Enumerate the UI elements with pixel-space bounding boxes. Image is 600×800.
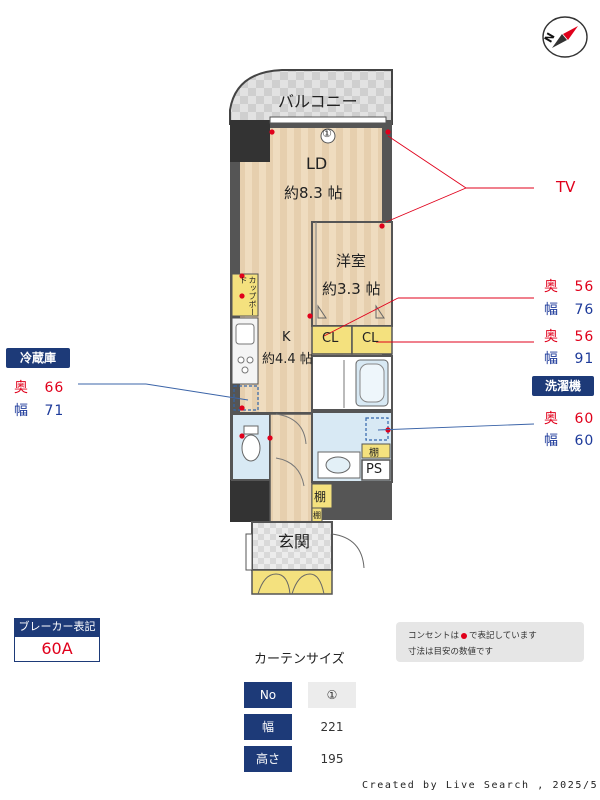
depth-label: 奥 xyxy=(544,279,559,295)
depth-value: 56 xyxy=(574,279,595,295)
kitchen-size: 約4.4 帖 xyxy=(262,352,313,367)
window-number-label: ① xyxy=(322,127,332,140)
curtain-no-value: ① xyxy=(308,682,356,708)
kitchen-name: K xyxy=(282,330,291,345)
width-value: 71 xyxy=(44,403,65,419)
width-value: 60 xyxy=(574,433,595,449)
shelf-label-1: 棚 xyxy=(369,448,379,459)
curtain-width-header: 幅 xyxy=(244,714,292,740)
floor-plan xyxy=(78,69,535,595)
cl-dim-2-width: 幅 91 xyxy=(544,348,594,368)
cupboard-label: カップボード xyxy=(239,276,257,316)
width-label: 幅 xyxy=(544,302,559,318)
fridge-width: 幅 71 xyxy=(14,400,64,420)
closet-label-1: CL xyxy=(322,331,339,346)
width-value: 91 xyxy=(574,351,595,367)
width-label: 幅 xyxy=(14,403,29,419)
note-text-a: コンセントは xyxy=(408,631,460,641)
depth-label: 奥 xyxy=(544,411,559,427)
curtain-height-value: 195 xyxy=(308,746,356,772)
depth-label: 奥 xyxy=(544,329,559,345)
ld-room-name: LD xyxy=(306,154,328,173)
washer-depth: 奥 60 xyxy=(544,408,594,428)
balcony-area xyxy=(229,69,393,125)
depth-value: 60 xyxy=(574,411,595,427)
curtain-height-header: 高さ xyxy=(244,746,292,772)
depth-value: 66 xyxy=(44,380,65,396)
balcony-label: バルコニー xyxy=(278,92,358,111)
cl-dim-1-width: 幅 76 xyxy=(544,299,594,319)
outlet-dot-icon xyxy=(461,632,468,639)
note-line-1: コンセントはで表記しています xyxy=(408,629,537,641)
breaker-value: 60A xyxy=(14,636,100,662)
depth-label: 奥 xyxy=(14,380,29,396)
washer-title: 洗濯機 xyxy=(532,376,594,396)
outlet-dot-icon xyxy=(239,129,391,441)
notes-box: コンセントはで表記しています 寸法は目安の数値です xyxy=(396,622,584,662)
footer-credit: Created by Live Search , 2025/5 xyxy=(362,780,599,791)
tv-label: TV xyxy=(556,178,576,196)
note-line-2: 寸法は目安の数値です xyxy=(408,647,494,657)
ld-room-size: 約8.3 帖 xyxy=(284,184,343,202)
shelf-label-2: 棚 xyxy=(314,490,327,504)
breaker-title: ブレーカー表記 xyxy=(14,618,100,636)
width-label: 幅 xyxy=(544,433,559,449)
entrance-label: 玄関 xyxy=(278,532,311,551)
closet-label-2: CL xyxy=(362,331,379,346)
fridge-depth: 奥 66 xyxy=(14,377,64,397)
curtain-no-header: No xyxy=(244,682,292,708)
width-value: 76 xyxy=(574,302,595,318)
cl-dim-1-depth: 奥 56 xyxy=(544,276,594,296)
width-label: 幅 xyxy=(544,351,559,367)
washer-width: 幅 60 xyxy=(544,430,594,450)
curtain-width-value: 221 xyxy=(308,714,356,740)
fridge-title: 冷蔵庫 xyxy=(6,348,70,368)
note-text-b: で表記しています xyxy=(469,631,537,641)
western-room-name: 洋室 xyxy=(336,252,367,270)
ps-label: PS xyxy=(366,462,383,477)
compass-icon: N xyxy=(542,16,588,58)
cl-dim-2-depth: 奥 56 xyxy=(544,326,594,346)
curtain-title: カーテンサイズ xyxy=(254,652,345,667)
western-room-size: 約3.3 帖 xyxy=(322,280,381,298)
shelf-label-3: 棚 xyxy=(313,511,321,520)
depth-value: 56 xyxy=(574,329,595,345)
